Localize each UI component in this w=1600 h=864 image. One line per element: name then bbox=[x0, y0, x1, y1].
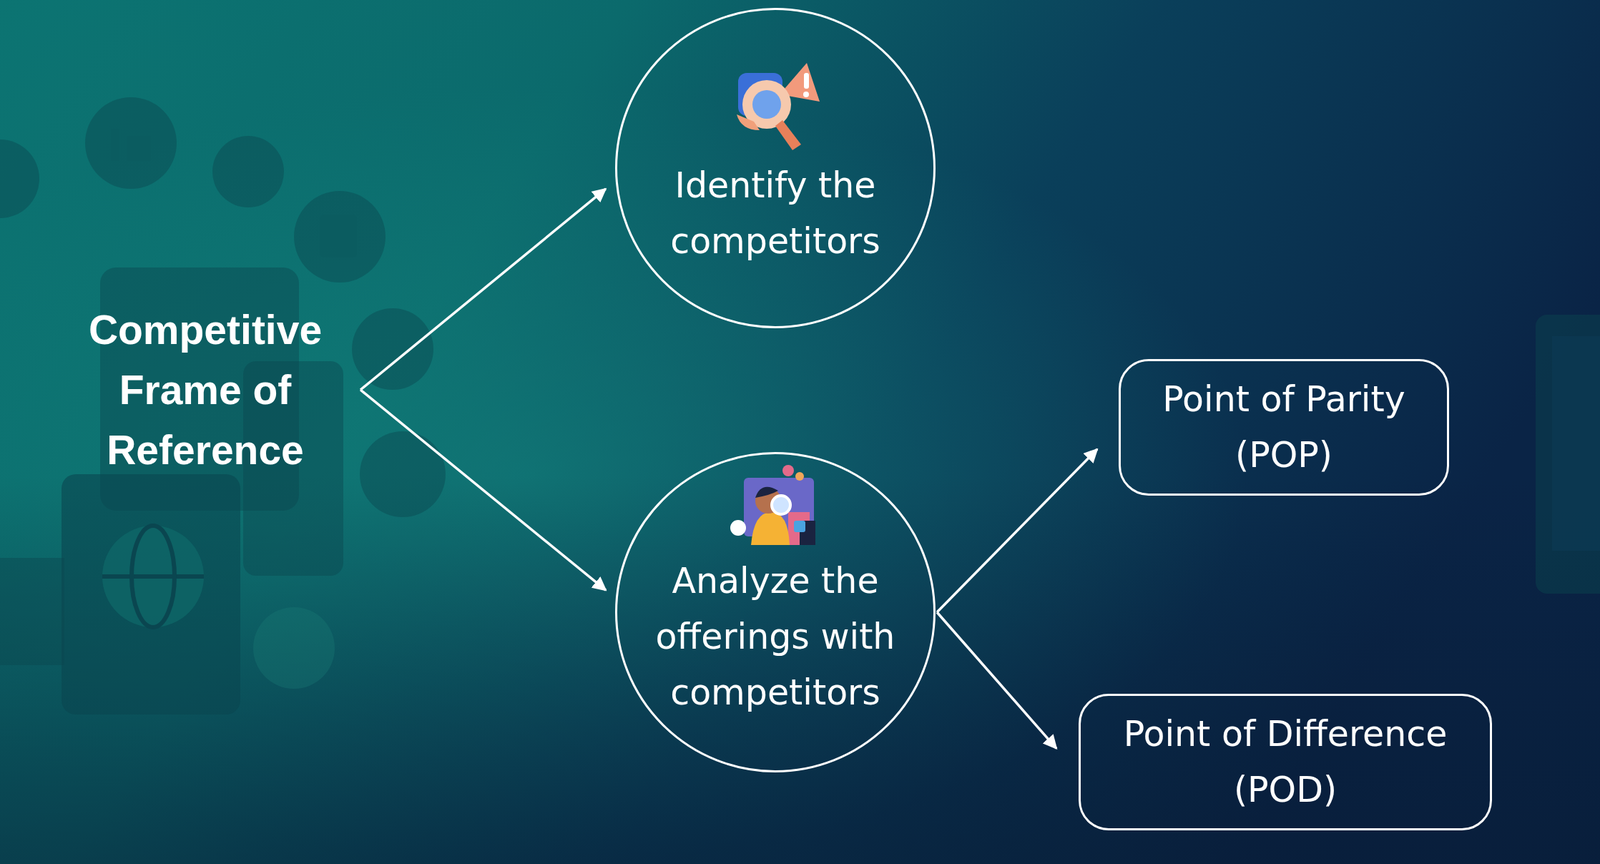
social-glyph bbox=[110, 128, 120, 161]
arrow-connector bbox=[360, 188, 606, 390]
node-label: Point of Parity (POP) bbox=[1130, 371, 1438, 484]
process-circle: Analyze the offerings with competitors bbox=[615, 452, 936, 773]
social-icon bbox=[351, 308, 434, 390]
icon-lens bbox=[752, 90, 782, 119]
title-label: Competitive Frame of Reference bbox=[50, 299, 361, 480]
search-alert-icon bbox=[736, 62, 820, 151]
social-glyph bbox=[126, 135, 151, 161]
note-glyph bbox=[319, 214, 357, 258]
icon-alert-dot bbox=[803, 91, 809, 98]
icon-gear bbox=[730, 519, 746, 536]
arrow-connector bbox=[936, 449, 1098, 613]
outcome-box: Point of Difference (POD) bbox=[1078, 693, 1492, 831]
outcome-box: Point of Parity (POP) bbox=[1118, 359, 1450, 496]
icon-alert-mark bbox=[803, 72, 809, 89]
icon-hair bbox=[755, 487, 779, 498]
device-icon bbox=[0, 557, 65, 666]
icon-accent bbox=[736, 114, 760, 131]
tablet-icon bbox=[61, 474, 241, 715]
icon-gear-box bbox=[793, 520, 806, 533]
node-label: Analyze the offerings with competitors bbox=[632, 553, 919, 721]
icon-handle bbox=[775, 120, 802, 151]
monitor-screen bbox=[1552, 336, 1600, 551]
analyst-icon bbox=[730, 464, 816, 546]
globe-icon bbox=[102, 525, 204, 628]
settings-icon bbox=[359, 431, 446, 518]
arrow-connector bbox=[360, 389, 606, 591]
monitor-icon bbox=[1535, 314, 1600, 594]
globe-line bbox=[102, 574, 204, 579]
icon-body bbox=[751, 512, 790, 546]
social-icon bbox=[293, 190, 386, 283]
social-icon bbox=[212, 135, 284, 208]
icon-gear bbox=[782, 464, 794, 477]
globe-line bbox=[131, 525, 175, 628]
icon-gear bbox=[795, 472, 804, 481]
node-label: Identify the competitors bbox=[632, 158, 919, 270]
social-icon bbox=[253, 607, 335, 689]
node-label: Point of Difference (POD) bbox=[1090, 706, 1481, 819]
social-icon bbox=[85, 97, 177, 189]
social-icon bbox=[0, 139, 40, 219]
arrow-connector bbox=[936, 612, 1057, 749]
title-node: Competitive Frame of Reference bbox=[50, 299, 361, 480]
icon-magnifier bbox=[771, 495, 791, 515]
process-circle: Identify the competitors bbox=[615, 7, 936, 329]
